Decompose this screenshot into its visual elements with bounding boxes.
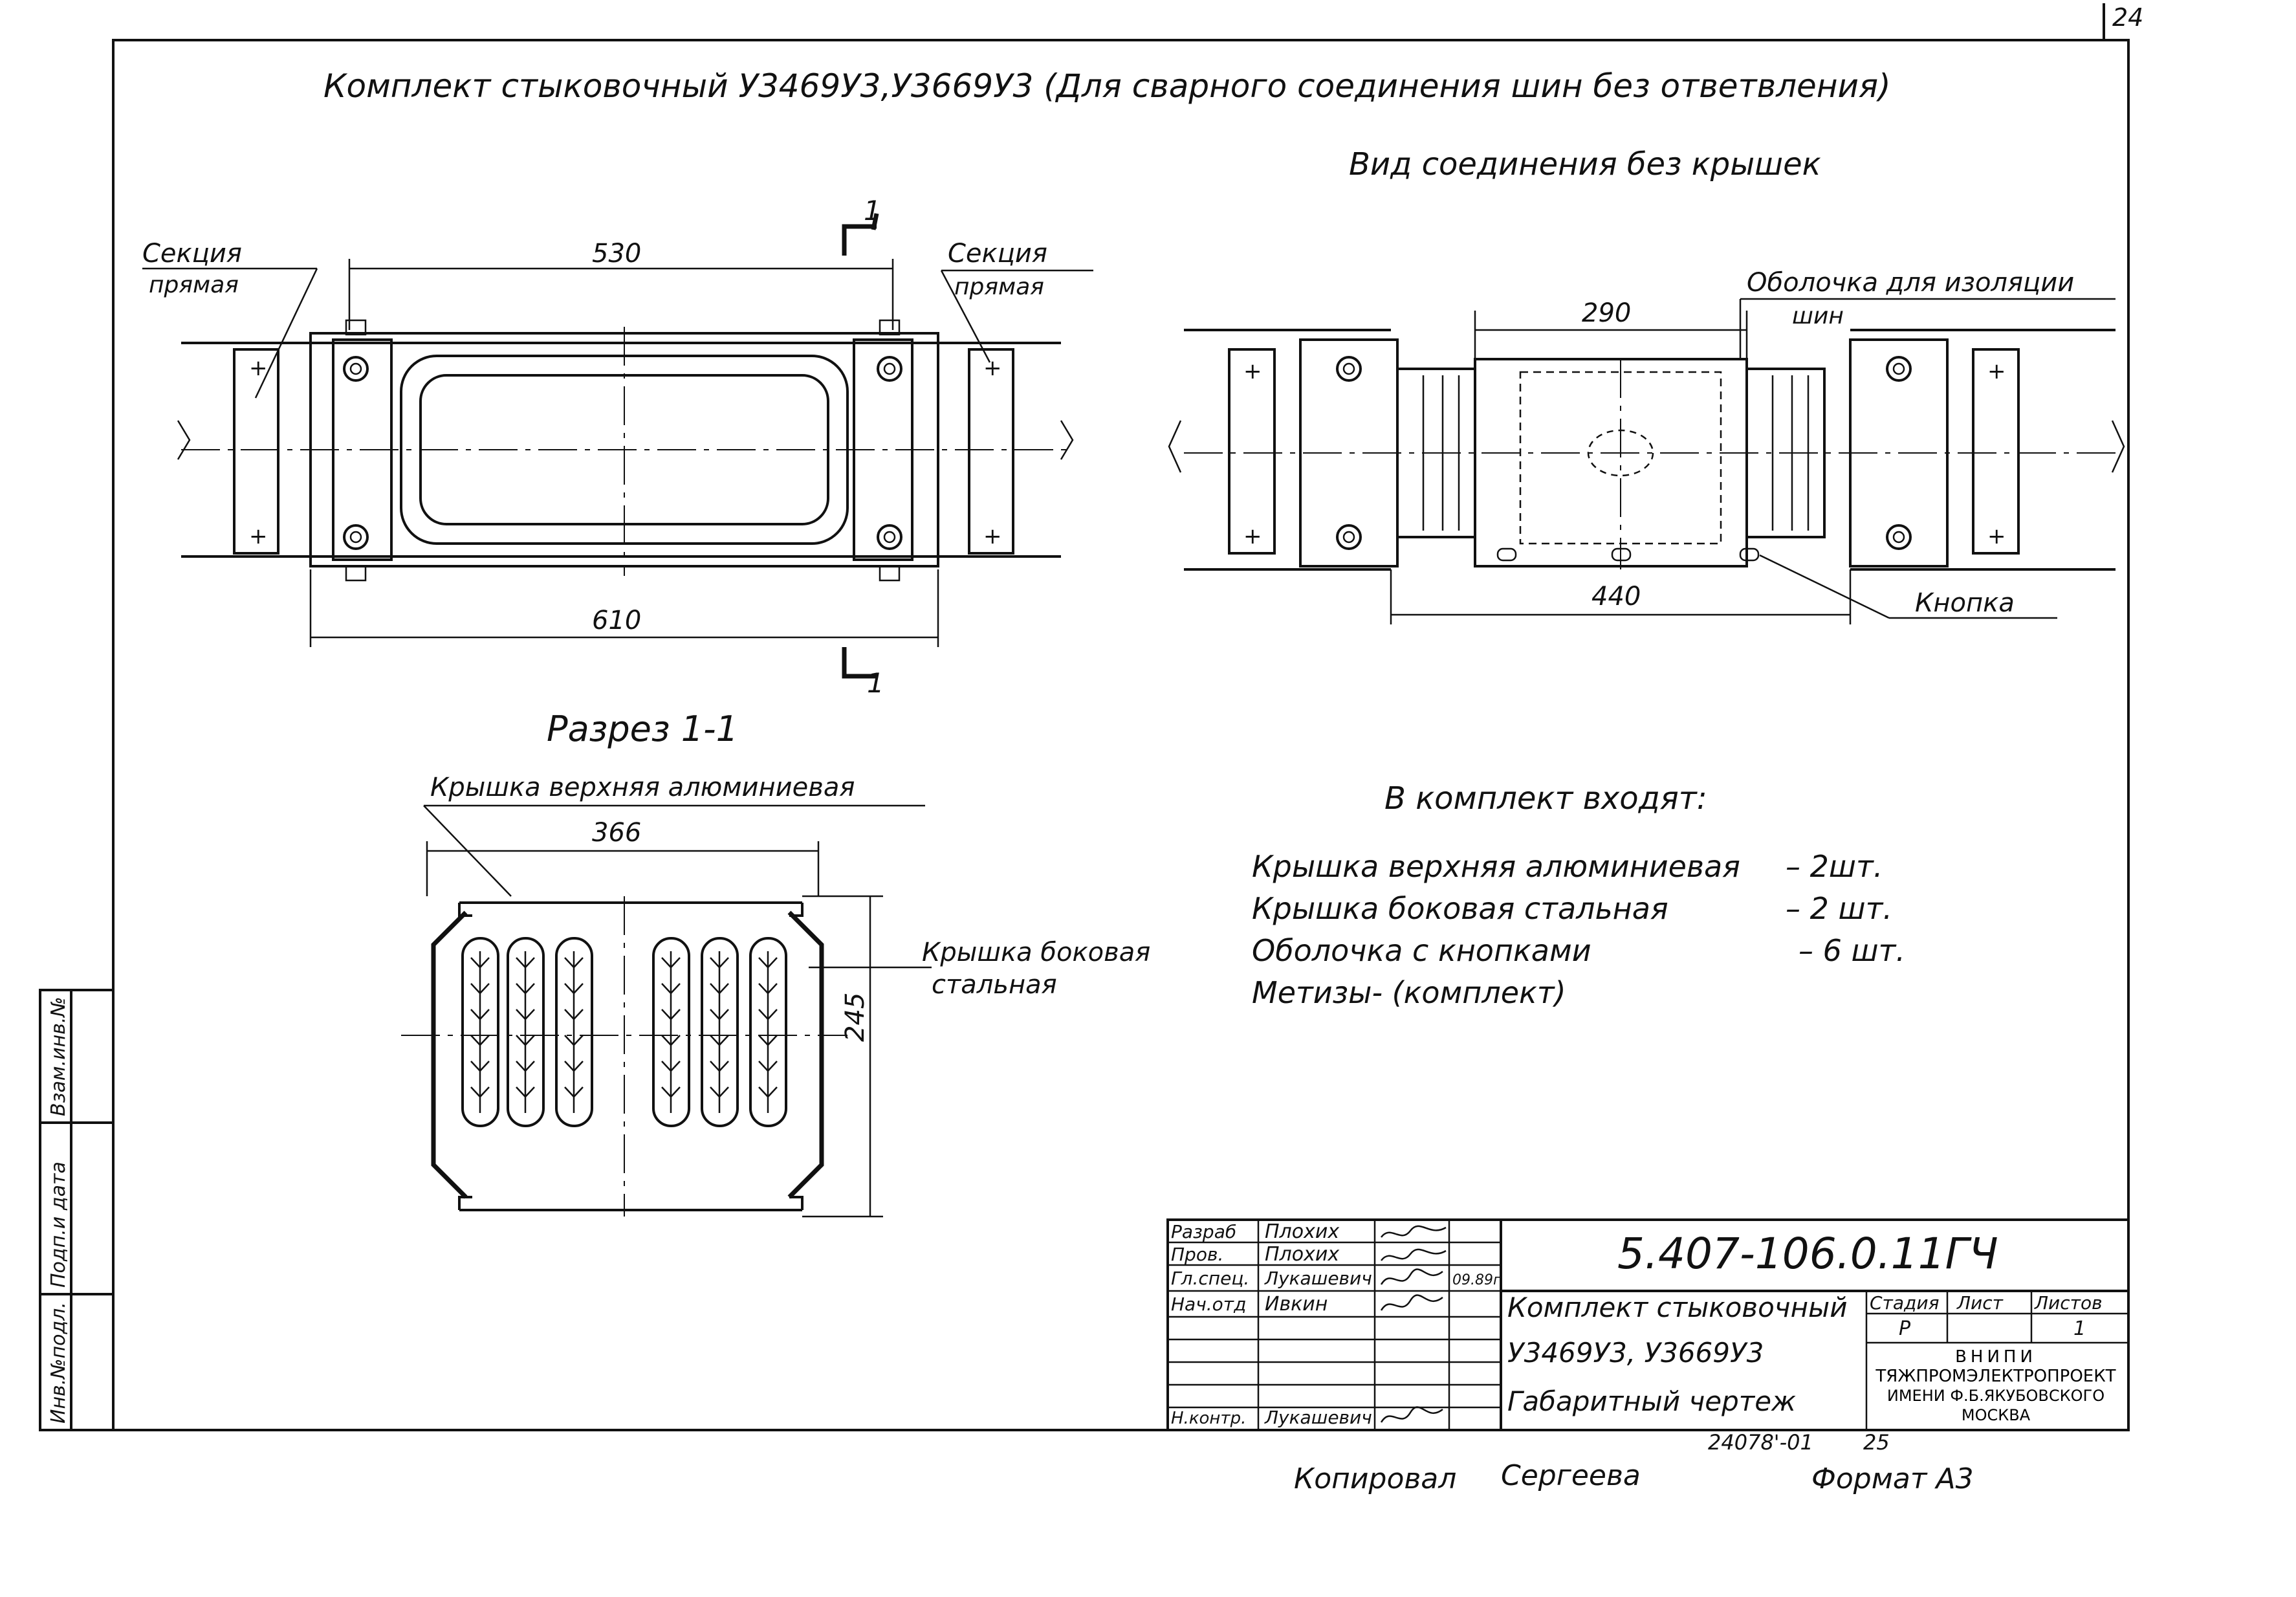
side-stamp: Инв.№подл. Подп.и дата Взам.инв.№ — [39, 989, 115, 1431]
page-number: 24 — [2112, 3, 2143, 32]
dimension-530: 530 — [592, 239, 641, 269]
role-label: Пров. — [1171, 1244, 1223, 1265]
stamp-signature-date: Подп.и дата — [47, 1162, 70, 1288]
section-title: Разрез 1-1 — [547, 709, 738, 749]
kit-item-qty: – 6 шт. — [1799, 933, 1905, 968]
label-button: Кнопка — [1915, 588, 2015, 618]
sheet-header: Лист — [1956, 1292, 2004, 1314]
dimension-290: 290 — [1582, 298, 1631, 328]
kit-item-name: Метизы- (комплект) — [1252, 975, 1566, 1010]
dimension-610: 610 — [592, 606, 641, 635]
dimension-245: 245 — [840, 993, 870, 1042]
svg-text:+: + — [1987, 523, 2006, 549]
stamp-inv-no: Инв.№подл. — [47, 1302, 70, 1424]
kit-list: В комплект входят: Крышка верхняя алюмин… — [1252, 780, 1905, 1010]
footer-page-number: 25 — [1863, 1430, 1890, 1455]
format-label: Формат А3 — [1811, 1462, 1974, 1495]
sheets-value: 1 — [2073, 1317, 2086, 1340]
svg-text:+: + — [983, 523, 1002, 549]
kit-item-name: Крышка верхняя алюминиевая — [1252, 849, 1740, 884]
label-section-straight-right: Секция — [948, 239, 1047, 269]
label-side-cover-2: стальная — [932, 970, 1057, 1000]
label-top-cover: Крышка верхняя алюминиевая — [430, 773, 855, 802]
right-view-no-covers: + + + + 290 440 — [1168, 268, 2125, 624]
order-number: 24078'-01 — [1708, 1430, 1813, 1455]
left-plan-view: + + + + 530 610 1 — [142, 195, 1093, 699]
person-name: Лукашевич — [1264, 1268, 1372, 1289]
label-section-straight-left: Секция — [142, 239, 242, 269]
section-mark-bottom: 1 — [867, 667, 884, 699]
svg-text:+: + — [983, 355, 1002, 381]
svg-text:+: + — [249, 523, 268, 549]
role-label: Нач.отд — [1171, 1294, 1246, 1315]
org-name: МОСКВА — [1962, 1406, 2031, 1424]
copier-name: Сергеева — [1501, 1459, 1641, 1492]
stage-value: Р — [1899, 1317, 1911, 1340]
stamp-replacement-inv: Взам.инв.№ — [47, 997, 70, 1116]
label-side-cover: Крышка боковая — [922, 938, 1150, 967]
svg-text:+: + — [249, 355, 268, 381]
dimension-366: 366 — [592, 818, 641, 848]
kit-item-qty: – 2шт. — [1786, 849, 1883, 884]
title-block: 5.407-106.0.11ГЧ Разраб Пров. Гл.спец. Н… — [1166, 1218, 2130, 1431]
kit-item-qty: – 2 шт. — [1786, 891, 1892, 926]
role-label: Н.контр. — [1171, 1409, 1246, 1428]
org-name: ВНИПИ — [1955, 1347, 2037, 1367]
person-name: Плохих — [1265, 1220, 1339, 1243]
kit-item-name: Крышка боковая стальная — [1252, 891, 1668, 926]
org-name: ТЯЖПРОМЭЛЕКТРОПРОЕКТ — [1875, 1367, 2116, 1386]
section-1-1: Крышка верхняя алюминиевая 366 — [401, 773, 1150, 1218]
svg-text:+: + — [1987, 358, 2006, 384]
dimension-440: 440 — [1591, 582, 1641, 611]
drawing-frame — [112, 39, 2130, 1431]
label-section-straight-left-2: прямая — [149, 272, 239, 298]
kit-heading: В комплект входят: — [1384, 780, 1707, 817]
org-name: ИМЕНИ Ф.Б.ЯКУБОВСКОГО — [1887, 1387, 2105, 1405]
product-name-line: Комплект стыковочный — [1507, 1292, 1848, 1323]
role-label: Гл.спец. — [1171, 1268, 1249, 1289]
label-shell-insulation: Оболочка для изоляции — [1747, 268, 2074, 298]
label-shell-insulation-2: шин — [1792, 303, 1844, 329]
product-name-line: Габаритный чертеж — [1507, 1385, 1796, 1417]
date: 09.89г — [1452, 1272, 1501, 1288]
doc-number: 5.407-106.0.11ГЧ — [1617, 1229, 1998, 1279]
view-title: Вид соединения без крышек — [1349, 146, 1821, 182]
person-name: Лукашевич — [1264, 1407, 1372, 1428]
sheets-header: Листов — [2034, 1292, 2103, 1314]
svg-text:+: + — [1243, 523, 1262, 549]
section-mark-top: 1 — [864, 195, 881, 226]
svg-text:+: + — [1243, 358, 1262, 384]
role-label: Разраб — [1171, 1221, 1236, 1242]
drawing-title: Комплект стыковочный У3469У3,У3669У3 (Дл… — [323, 67, 1891, 105]
kit-item-name: Оболочка с кнопками — [1252, 933, 1591, 968]
stage-header: Стадия — [1870, 1292, 1939, 1314]
copied-label: Копировал — [1294, 1462, 1456, 1495]
person-name: Плохих — [1265, 1243, 1339, 1266]
person-name: Ивкин — [1265, 1293, 1328, 1316]
product-name-line: У3469У3, У3669У3 — [1507, 1337, 1764, 1369]
label-section-straight-right-2: прямая — [954, 274, 1044, 300]
